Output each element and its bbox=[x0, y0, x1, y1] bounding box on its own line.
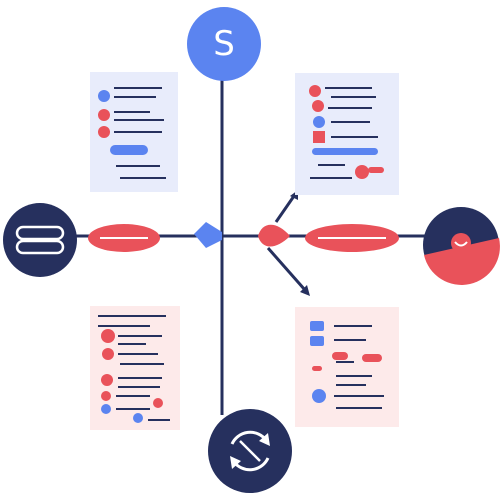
card-top-right bbox=[295, 73, 399, 195]
card-bottom-right bbox=[295, 307, 399, 427]
top-node[interactable]: S bbox=[187, 7, 261, 81]
top-node-letter: S bbox=[213, 24, 235, 64]
card-button[interactable] bbox=[110, 145, 148, 155]
smile-badge-icon bbox=[451, 233, 471, 253]
branch-arrow-up bbox=[274, 190, 298, 223]
toggle-pill-icon bbox=[15, 225, 65, 255]
card-bottom-left bbox=[90, 306, 180, 430]
red-leaf-hub bbox=[258, 224, 290, 247]
right-node[interactable] bbox=[423, 207, 500, 285]
card-top-left bbox=[90, 72, 178, 192]
card-button[interactable] bbox=[312, 148, 378, 155]
left-node[interactable] bbox=[3, 203, 77, 277]
blue-diamond-hub bbox=[194, 222, 222, 248]
branch-arrow-down bbox=[266, 247, 310, 296]
right-pill-connector bbox=[305, 224, 399, 252]
bottom-node[interactable] bbox=[208, 409, 292, 493]
left-pill-connector bbox=[88, 224, 160, 252]
refresh-cycle-icon bbox=[230, 430, 270, 472]
